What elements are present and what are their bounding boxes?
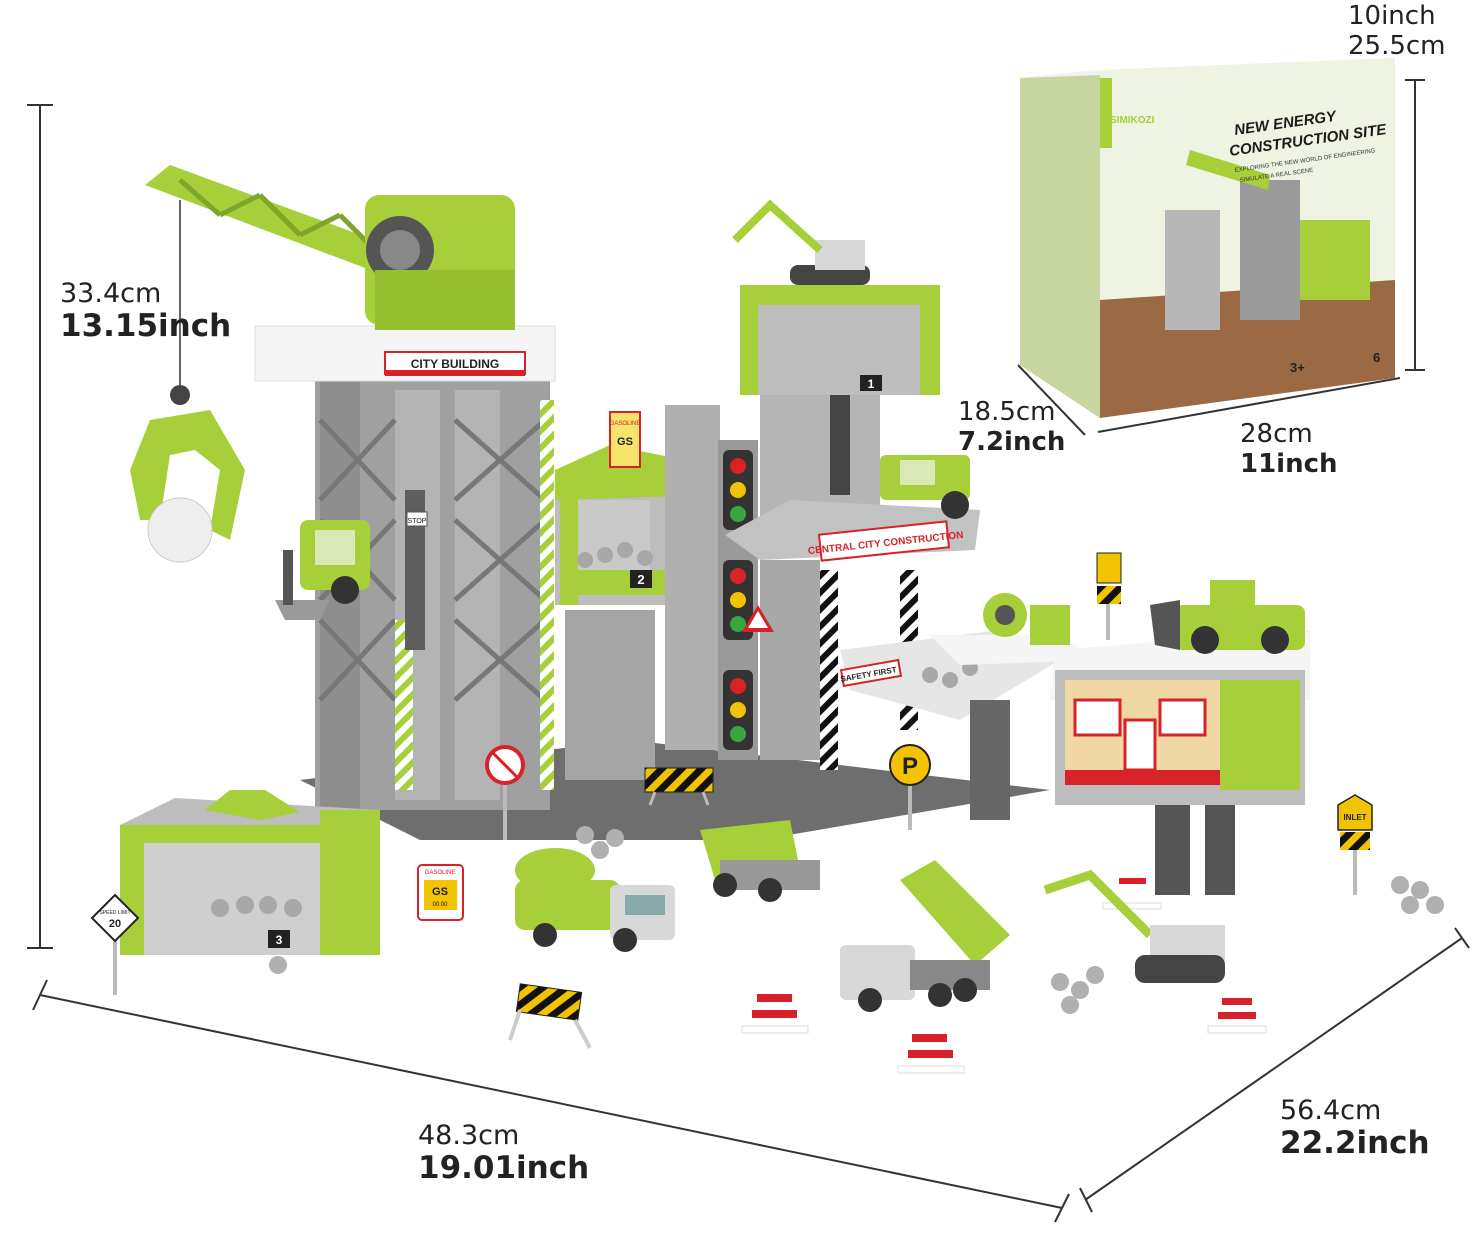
- central-platform: CENTRAL CITY CONSTRUCTION: [725, 390, 980, 770]
- traffic-cones: [741, 865, 1267, 1074]
- width-cm: 48.3cm: [418, 1120, 520, 1151]
- height-label: 33.4cm 13.15inch: [60, 278, 231, 345]
- floor-3-label: 3: [276, 933, 283, 947]
- box-depth-inch: 7.2inch: [958, 426, 1066, 457]
- loose-balls: [269, 826, 1444, 1014]
- depth-cm: 56.4cm: [1280, 1095, 1382, 1126]
- ramp-and-office: SAFETY FIRST: [840, 580, 1310, 895]
- excavator-on-roof: [732, 199, 870, 285]
- gs-sign-front: GS: [432, 886, 448, 898]
- gasoline-sign-top: GASOLINE: [610, 421, 641, 427]
- box-height-cm: 25.5cm: [1348, 30, 1446, 61]
- parking-label: P: [902, 753, 918, 780]
- gasoline-sign-front: GASOLINE: [425, 870, 456, 876]
- loader-toy: [880, 455, 970, 519]
- crane: [130, 165, 515, 563]
- no-horn-sign: [485, 745, 525, 840]
- winch: [983, 593, 1070, 645]
- speed-limit-value: 20: [109, 918, 121, 930]
- speed-limit-sign: SPEED LIMIT 20: [90, 893, 140, 995]
- inlet-sign: INLET: [1337, 794, 1373, 895]
- traffic-light-1: [723, 450, 753, 530]
- barricade-1: [644, 767, 714, 806]
- gs-sign-top: GS: [617, 436, 633, 448]
- box-depth-label: 18.5cm 7.2inch: [958, 397, 1066, 458]
- bulldozer-toy: [1150, 580, 1305, 654]
- box-age: 3+: [1290, 360, 1305, 375]
- floor-1-label: 1: [868, 377, 875, 391]
- height-cm: 33.4cm: [60, 278, 162, 309]
- tipper-truck-toy: [840, 860, 1010, 1012]
- box-depth-cm: 18.5cm: [958, 397, 1056, 427]
- inlet-label: INLET: [1343, 813, 1366, 822]
- width-label: 48.3cm 19.01inch: [418, 1120, 589, 1187]
- stop-sign: STOP: [408, 518, 427, 525]
- traffic-light-2: [723, 560, 753, 640]
- box-height-label: 10inch 25.5cm: [1348, 1, 1446, 62]
- floor-2-label: 2: [637, 572, 644, 587]
- box-width-label: 28cm 11inch: [1240, 419, 1338, 480]
- gas-pump-front: GASOLINE GS 00.00: [417, 864, 464, 921]
- dimension-lines: [27, 79, 1470, 1223]
- width-inch: 19.01inch: [418, 1150, 590, 1187]
- box-height-inch: 10inch: [1348, 1, 1436, 31]
- traffic-light-3: [723, 670, 753, 750]
- box-width-inch: 11inch: [1240, 448, 1338, 479]
- traffic-light-column: [665, 405, 758, 760]
- barricade-2: [508, 983, 592, 1049]
- gs-price-front: 00.00: [432, 902, 448, 908]
- box-width-cm: 28cm: [1240, 419, 1313, 449]
- cement-mixer-toy: [515, 848, 675, 952]
- level-1-box: 1: [732, 199, 940, 395]
- parking-sign: P: [889, 744, 931, 830]
- height-inch: 13.15inch: [60, 308, 232, 345]
- excavator-toy: [1043, 869, 1225, 983]
- dump-truck-mini: [700, 820, 820, 902]
- warning-sign-right: [1096, 552, 1122, 640]
- depth-inch: 22.2inch: [1280, 1125, 1430, 1162]
- box-badge: 6: [1373, 350, 1380, 365]
- level-3-box: 3: [120, 790, 380, 955]
- forklift-toy: [275, 520, 370, 620]
- product-box: SIMIKOZI NEW ENERGY CONSTRUCTION SITE EX…: [1020, 58, 1395, 418]
- depth-label: 56.4cm 22.2inch: [1280, 1095, 1430, 1162]
- city-building-sign: CITY BUILDING: [411, 357, 499, 371]
- box-brand: SIMIKOZI: [1110, 115, 1155, 126]
- speed-limit-label: SPEED LIMIT: [99, 910, 130, 916]
